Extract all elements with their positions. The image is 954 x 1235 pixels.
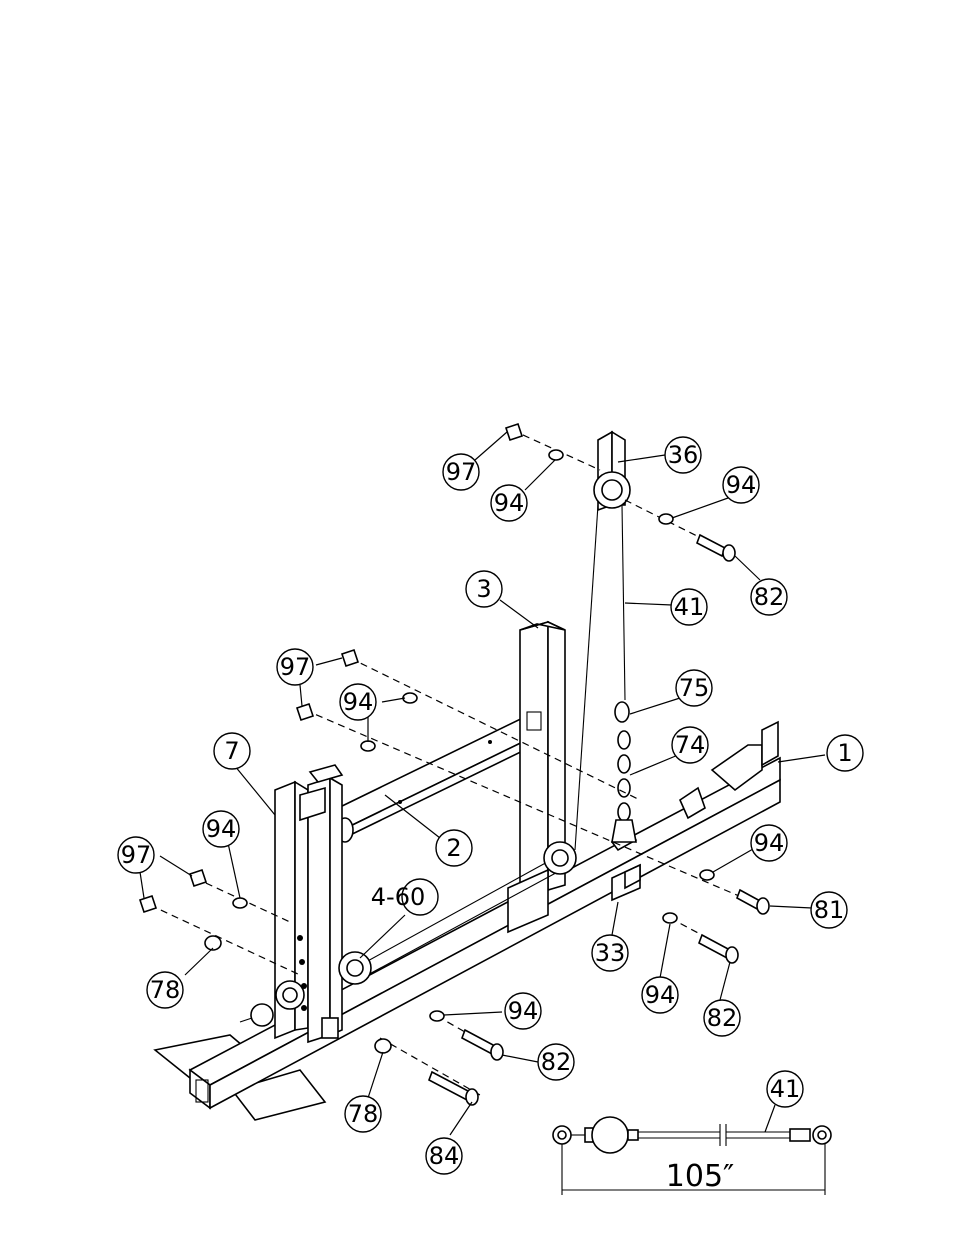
leader-lines bbox=[139, 431, 826, 1136]
cross-beam-part-2 bbox=[336, 710, 536, 843]
svg-text:33: 33 bbox=[595, 939, 626, 967]
svg-text:97: 97 bbox=[446, 458, 477, 486]
callout-84: 84 bbox=[425, 1137, 463, 1175]
svg-text:94: 94 bbox=[206, 815, 237, 843]
svg-text:78: 78 bbox=[348, 1100, 379, 1128]
callout-94-mid: 94 bbox=[339, 683, 377, 721]
svg-text:82: 82 bbox=[707, 1004, 738, 1032]
svg-text:75: 75 bbox=[679, 674, 710, 702]
svg-text:4-60: 4-60 bbox=[371, 883, 425, 911]
svg-text:82: 82 bbox=[541, 1048, 572, 1076]
ball-stop bbox=[239, 1003, 274, 1027]
svg-text:81: 81 bbox=[814, 896, 845, 924]
callout-94-bottom-right: 94 bbox=[641, 976, 679, 1014]
callout-97-top: 97 bbox=[442, 453, 480, 491]
svg-text:3: 3 bbox=[476, 575, 491, 603]
callout-94-right: 94 bbox=[750, 824, 788, 862]
svg-text:94: 94 bbox=[726, 471, 757, 499]
top-pulley-part-36 bbox=[593, 430, 631, 512]
callout-33: 33 bbox=[591, 934, 629, 972]
callout-82-right: 82 bbox=[703, 999, 741, 1037]
callout-81: 81 bbox=[810, 891, 848, 929]
pulley-rear bbox=[543, 841, 577, 875]
svg-text:84: 84 bbox=[429, 1142, 460, 1170]
svg-text:7: 7 bbox=[224, 737, 239, 765]
svg-text:41: 41 bbox=[674, 593, 705, 621]
chain-part-74 bbox=[611, 701, 637, 843]
callout-41: 41 bbox=[670, 588, 708, 626]
hardware bbox=[138, 422, 770, 1106]
front-post-part-7 bbox=[274, 764, 344, 1044]
callout-74: 74 bbox=[671, 726, 709, 764]
svg-text:36: 36 bbox=[668, 441, 699, 469]
callout-3: 3 bbox=[465, 570, 503, 608]
callout-94-left: 94 bbox=[202, 810, 240, 848]
svg-text:97: 97 bbox=[280, 653, 311, 681]
cable-length-dimension: 105″ bbox=[666, 1159, 734, 1194]
cable-detail: 105″ bbox=[552, 1116, 832, 1195]
callout-94-top-right: 94 bbox=[722, 466, 760, 504]
callout-4-60: 4-60 bbox=[371, 878, 439, 916]
svg-text:1: 1 bbox=[837, 739, 852, 767]
svg-text:74: 74 bbox=[675, 731, 706, 759]
svg-text:94: 94 bbox=[494, 489, 525, 517]
callout-82-bottom: 82 bbox=[537, 1043, 575, 1081]
svg-text:2: 2 bbox=[446, 834, 461, 862]
svg-text:41: 41 bbox=[770, 1075, 801, 1103]
svg-text:94: 94 bbox=[343, 688, 374, 716]
callout-82-top: 82 bbox=[750, 578, 788, 616]
callout-78-bottom: 78 bbox=[344, 1095, 382, 1133]
svg-text:94: 94 bbox=[754, 829, 785, 857]
svg-text:78: 78 bbox=[150, 976, 181, 1004]
callout-36: 36 bbox=[664, 436, 702, 474]
pulley-front bbox=[338, 951, 372, 985]
svg-text:94: 94 bbox=[508, 997, 539, 1025]
callout-7: 7 bbox=[213, 732, 251, 770]
callout-75: 75 bbox=[675, 669, 713, 707]
pulley-post bbox=[275, 980, 305, 1010]
cable-part-41 bbox=[354, 504, 626, 979]
callout-97-mid: 97 bbox=[276, 648, 314, 686]
callout-41-detail: 41 bbox=[766, 1070, 804, 1108]
callout-94-bottom: 94 bbox=[504, 992, 542, 1030]
callout-78-left: 78 bbox=[146, 971, 184, 1009]
svg-text:94: 94 bbox=[645, 981, 676, 1009]
callout-94-top-left: 94 bbox=[490, 484, 528, 522]
upright-post-part-3 bbox=[507, 620, 566, 934]
callout-97-left: 97 bbox=[117, 836, 155, 874]
svg-text:97: 97 bbox=[121, 841, 152, 869]
callout-1: 1 bbox=[826, 734, 864, 772]
callout-2: 2 bbox=[435, 829, 473, 867]
bracket-part-33 bbox=[611, 863, 641, 902]
svg-text:82: 82 bbox=[754, 583, 785, 611]
